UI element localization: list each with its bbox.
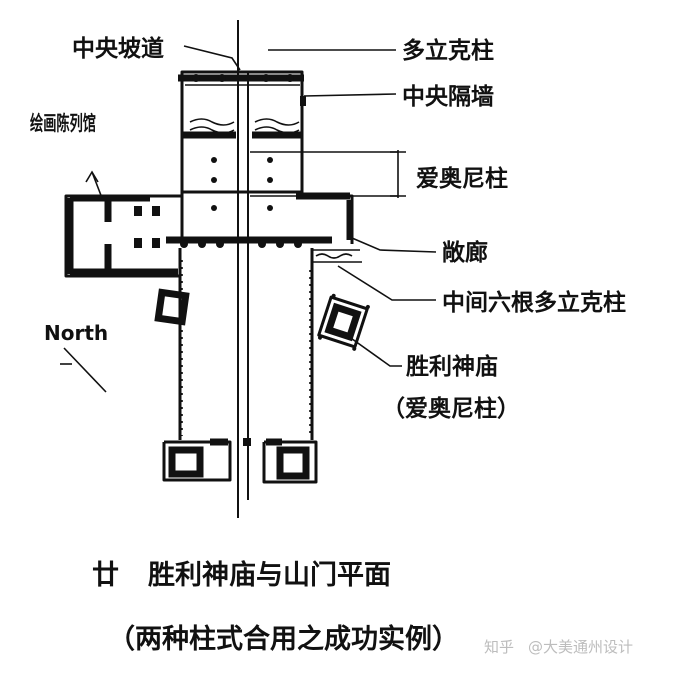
caption-title: 胜利神庙与山门平面 — [148, 559, 391, 591]
victory-temple — [317, 293, 370, 351]
ionic-column-marker — [211, 177, 217, 183]
inner-doric-column-marker — [198, 240, 206, 248]
inner-doric-column-marker — [276, 240, 284, 248]
forecourt — [178, 248, 314, 446]
watermark-author: @大美通州设计 — [528, 638, 633, 656]
ionic-column-marker — [267, 177, 273, 183]
label-central-partition-wall: 中央隔墙 — [402, 84, 494, 110]
doric-column-marker — [286, 74, 294, 82]
label-victory-temple: 胜利神庙 — [406, 353, 498, 380]
south-wing-open-gallery — [296, 192, 362, 263]
west-portico — [178, 70, 306, 194]
caption-subtitle: （两种柱式合用之成功实例） — [108, 623, 459, 655]
leader-lines — [60, 45, 437, 393]
label-painting-gallery: 绘画陈列馆 — [30, 111, 96, 135]
caption-number: 廿 — [92, 560, 119, 591]
label-multi-bracket-column: 多立克柱 — [402, 37, 494, 64]
doric-column-marker — [192, 74, 200, 82]
inner-doric-column-marker — [258, 240, 266, 248]
inner-doric-column-marker — [216, 240, 224, 248]
ionic-column-marker — [267, 157, 273, 163]
label-victory-temple-order: （爱奥尼柱） — [382, 395, 520, 422]
label-open-gallery: 敞廊 — [442, 239, 488, 266]
ionic-hall — [180, 157, 304, 244]
ionic-column-marker — [267, 205, 273, 211]
inner-doric-column-marker — [294, 240, 302, 248]
agrippa-pedestal — [154, 288, 190, 326]
label-north: North — [44, 321, 108, 345]
lower-pedestals — [162, 438, 318, 484]
doric-column-marker — [262, 74, 270, 82]
ionic-column-marker — [211, 205, 217, 211]
doric-column-marker — [218, 74, 226, 82]
east-portico-colonnade — [166, 236, 332, 248]
watermark-site: 知乎 — [484, 638, 514, 656]
label-central-ramp: 中央坡道 — [72, 35, 164, 62]
inner-doric-column-marker — [180, 240, 188, 248]
partition-wall-marker — [300, 96, 306, 106]
label-painting-gallery-line1: 绘画陈列馆 — [30, 111, 96, 135]
ionic-column-marker — [211, 157, 217, 163]
label-ionic-column: 爱奥尼柱 — [416, 165, 508, 192]
label-inner-multi-bracket-column: 中间六根多立克柱 — [442, 289, 626, 316]
north-wing-painting-gallery — [64, 194, 182, 278]
